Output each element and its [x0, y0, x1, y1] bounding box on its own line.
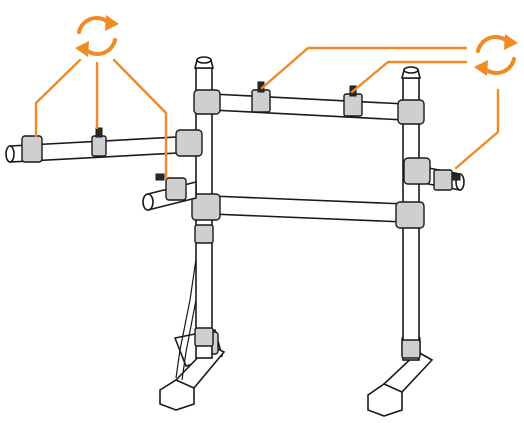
left-side-arm [5, 127, 203, 163]
top-crossbar [193, 81, 425, 125]
callout-line-top-right-clamp [350, 60, 468, 94]
callout-line-left-inner [112, 58, 168, 180]
callout-lines [34, 46, 500, 180]
right-foot [367, 335, 434, 417]
callout-line-top-left-clamp [260, 46, 468, 90]
lower-left-arm [142, 173, 197, 212]
callout-line-left-end [34, 58, 82, 138]
callout-line-right-arm [454, 88, 500, 170]
rotate-arrows-icon [75, 15, 119, 57]
right-side-arm [403, 157, 465, 191]
middle-crossbar [191, 193, 425, 229]
left-foot [159, 329, 226, 411]
rotate-arrows-icon [474, 34, 518, 76]
